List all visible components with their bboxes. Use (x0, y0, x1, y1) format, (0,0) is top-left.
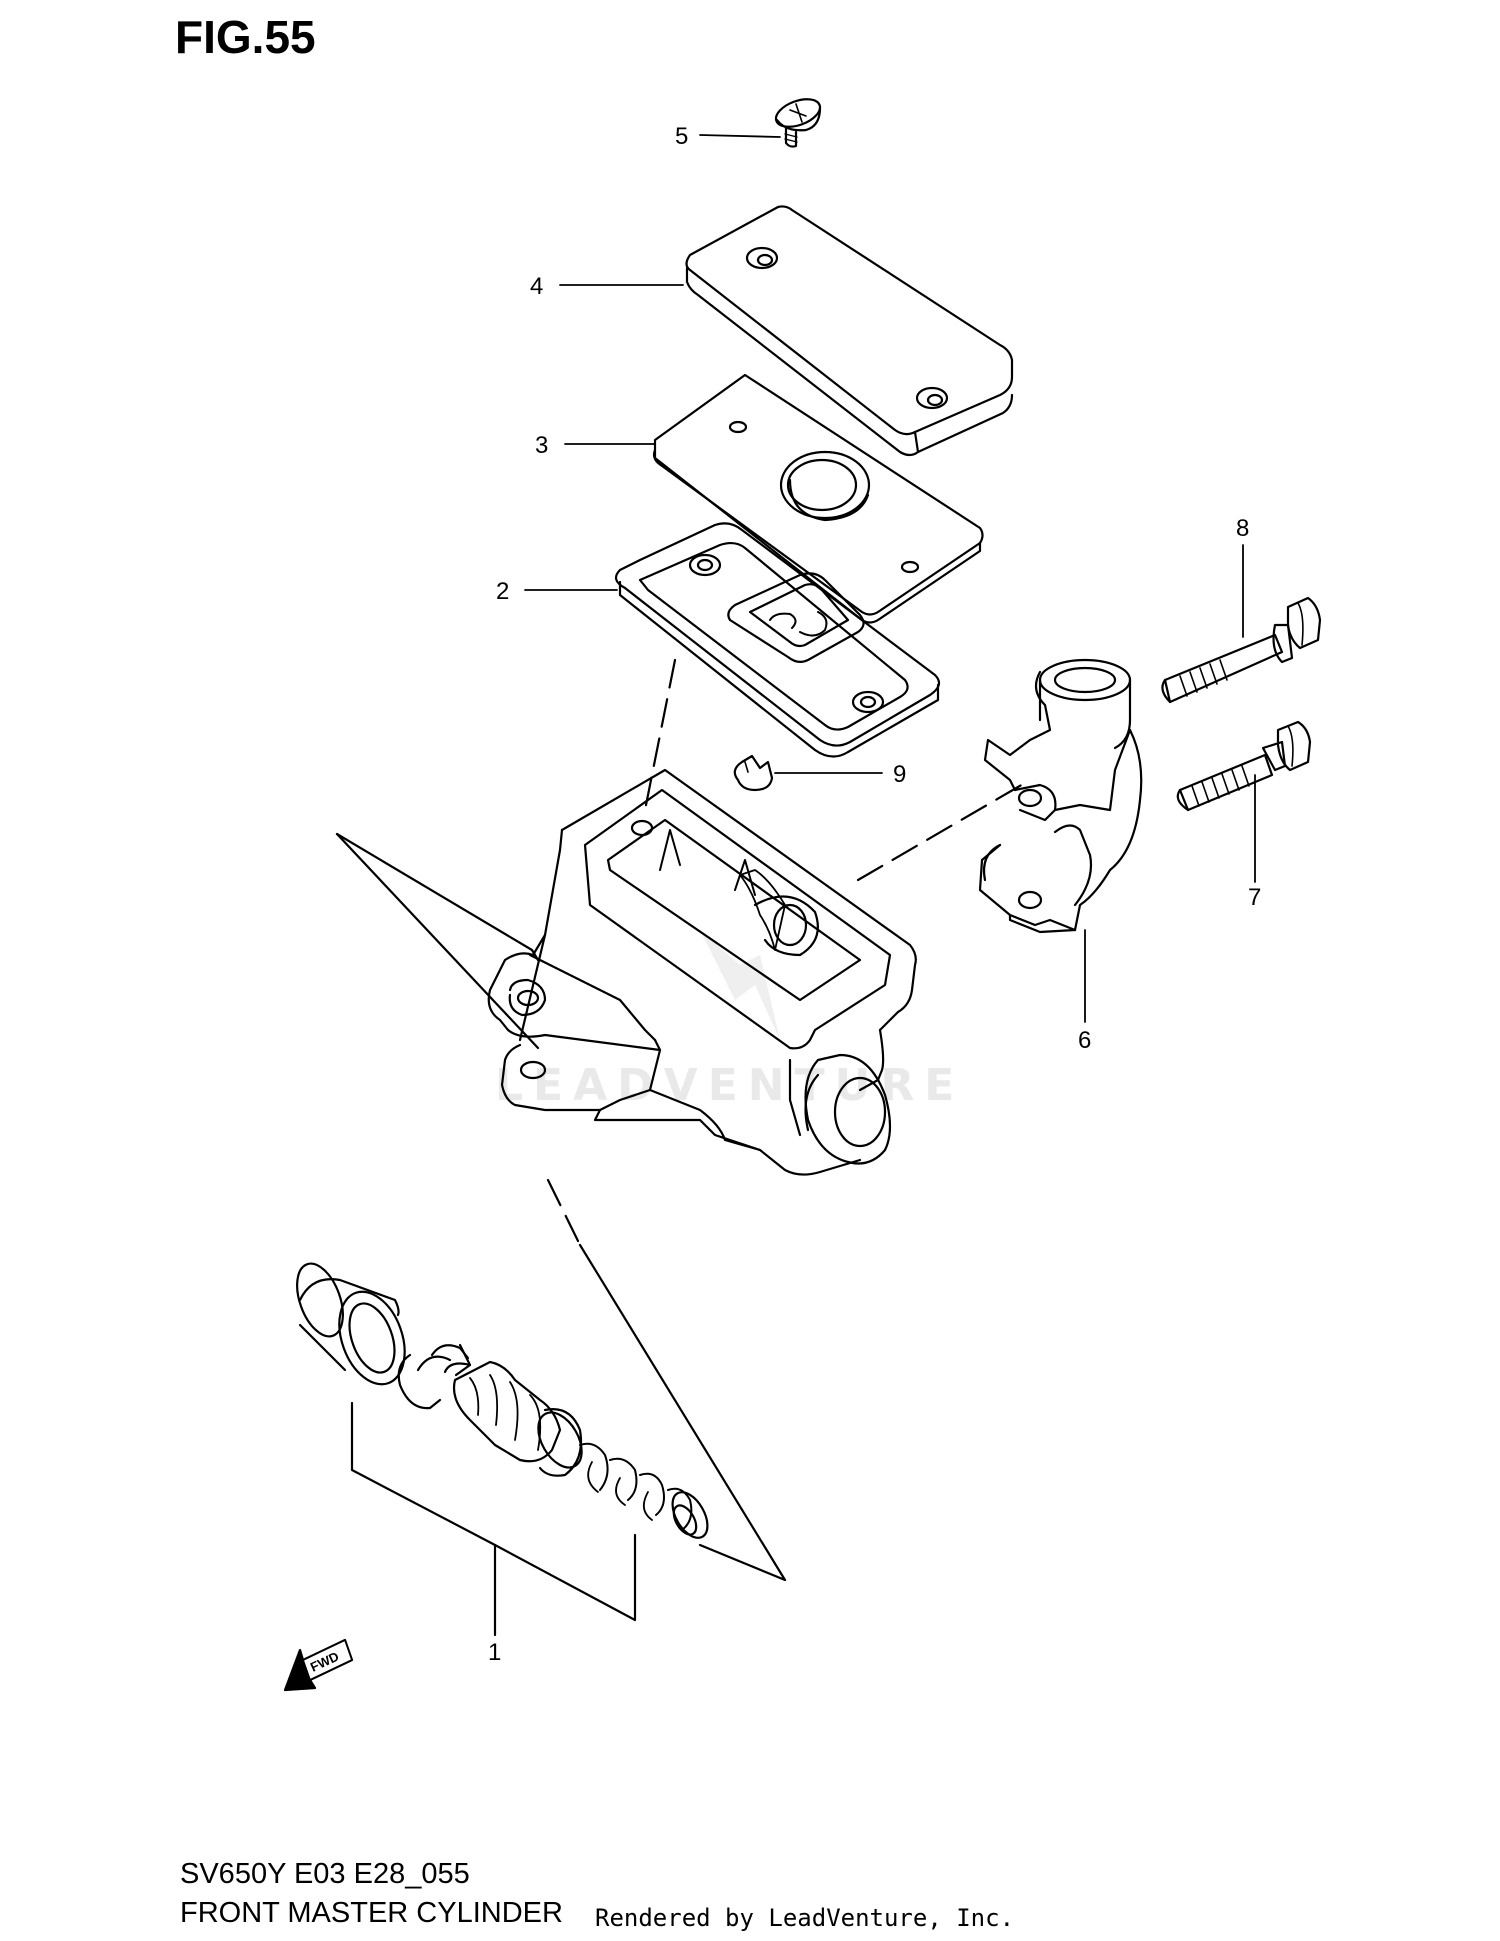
part-7-bolt[interactable] (1176, 720, 1312, 812)
part-1-reference-line-upper (335, 832, 540, 1050)
part-1-bracket (350, 1401, 637, 1637)
assembly-axis-line-top (643, 658, 677, 812)
forward-arrow-icon: FWD (283, 1638, 354, 1692)
callout-9: 9 (893, 761, 906, 788)
part-1-reference-triangle-edge (335, 832, 540, 962)
section-name: FRONT MASTER CYLINDER (180, 1897, 563, 1929)
part-8-bolt[interactable] (1161, 596, 1322, 704)
watermark-logo (700, 930, 780, 1040)
callout-6: 6 (1078, 1027, 1091, 1054)
master-cylinder-body[interactable] (487, 768, 917, 1176)
part-6-handlebar-clamp[interactable] (978, 658, 1143, 934)
part-9-boot[interactable] (733, 754, 774, 792)
watermark: LEADVENTURE (495, 1060, 964, 1111)
part-1-reference-line-lower (578, 1243, 787, 1582)
part-5-screw[interactable] (772, 94, 823, 148)
callout-5: 5 (675, 123, 688, 150)
part-2-diaphragm[interactable] (614, 522, 941, 758)
part-4-reservoir-cap[interactable] (685, 205, 1014, 457)
model-code: SV650Y E03 E28_055 (180, 1858, 470, 1890)
leader-lines (524, 134, 1256, 1023)
callout-7: 7 (1248, 884, 1261, 911)
callout-1: 1 (488, 1639, 501, 1666)
part-3-diaphragm-plate[interactable] (652, 373, 984, 624)
part-1-piston-kit[interactable] (288, 1257, 714, 1543)
callout-8: 8 (1236, 515, 1249, 542)
callout-2: 2 (496, 578, 509, 605)
callout-labels: 5 4 3 2 9 8 7 6 1 (488, 123, 1261, 1666)
rendered-by-credit: Rendered by LeadVenture, Inc. (595, 1904, 1015, 1932)
assembly-axis-line-bottom (546, 1178, 582, 1247)
figure-title: FIG.55 (175, 11, 316, 63)
leader-line-5 (699, 134, 781, 138)
callout-3: 3 (535, 432, 548, 459)
callout-4: 4 (530, 273, 543, 300)
assembly-axis-line-clamp (856, 778, 1032, 882)
